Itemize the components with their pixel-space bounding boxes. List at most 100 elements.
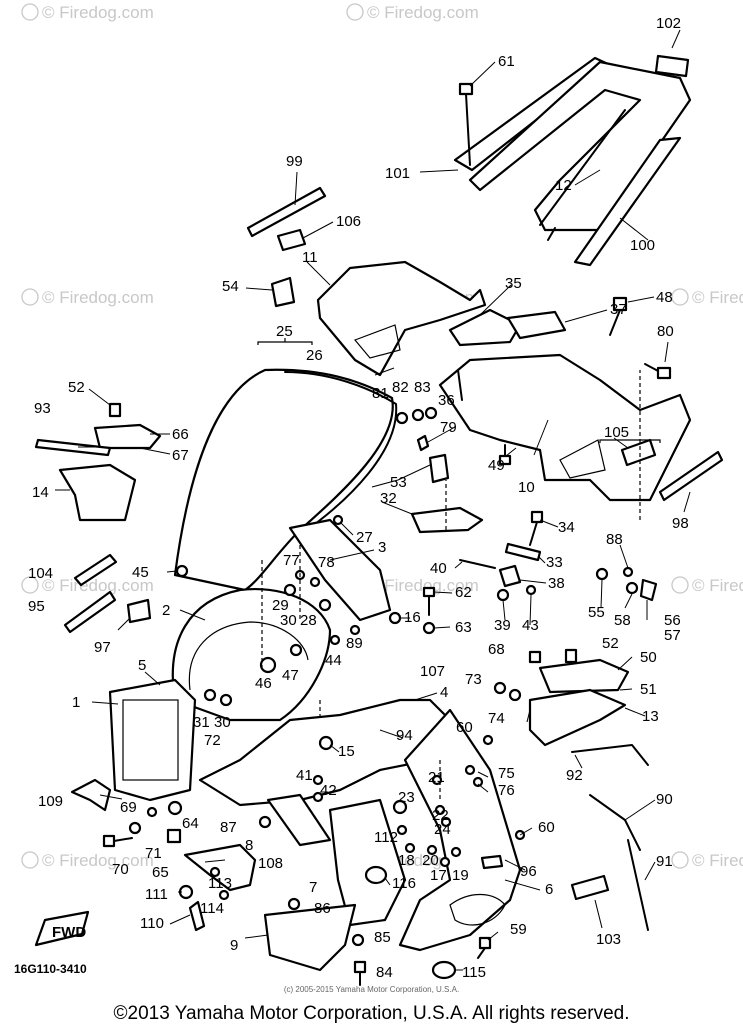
label-11: 11 xyxy=(302,249,318,266)
part-91-rod xyxy=(627,839,649,931)
label-107: 107 xyxy=(420,663,445,680)
part-108-panel xyxy=(183,843,257,892)
part-89 xyxy=(349,624,361,636)
label-66: 66 xyxy=(172,426,189,443)
label-30b: 30 xyxy=(214,714,231,731)
label-89: 89 xyxy=(346,635,363,652)
svg-text:© Firedog.com: © Firedog.com xyxy=(692,851,743,870)
label-79: 79 xyxy=(440,419,457,436)
label-88: 88 xyxy=(606,531,623,548)
label-53: 53 xyxy=(390,474,407,491)
part-99-strip xyxy=(246,186,327,238)
watermark: © Firedog.com xyxy=(21,288,154,307)
label-52: 52 xyxy=(68,379,85,396)
bolt-49 xyxy=(498,444,512,466)
part-104-strip xyxy=(73,553,118,587)
label-44: 44 xyxy=(325,652,342,669)
label-65: 65 xyxy=(152,864,169,881)
part-90-rod xyxy=(589,794,641,851)
label-7: 7 xyxy=(309,879,317,896)
label-60b: 60 xyxy=(538,819,555,836)
part-109-bracket xyxy=(70,778,112,812)
part-6-lower-cowl xyxy=(398,708,522,952)
part-50-51 xyxy=(538,658,630,694)
label-84: 84 xyxy=(376,964,393,981)
watermark: © Firedog.com xyxy=(671,576,743,595)
bolt-80 xyxy=(644,363,672,380)
label-58: 58 xyxy=(614,612,631,629)
label-67: 67 xyxy=(172,447,189,464)
bolt-68 xyxy=(528,650,542,664)
svg-text:© Firedog.com: © Firedog.com xyxy=(692,288,743,307)
label-32: 32 xyxy=(380,490,397,507)
label-38: 38 xyxy=(548,575,565,592)
label-61: 61 xyxy=(498,53,515,70)
label-37: 37 xyxy=(610,301,627,318)
svg-text:© Firedog.com: © Firedog.com xyxy=(692,576,743,595)
label-86: 86 xyxy=(314,900,331,917)
watermark: © Firedog.com xyxy=(671,851,743,870)
panel-detail xyxy=(559,439,606,479)
label-41: 41 xyxy=(296,767,313,784)
diagram-code: 16G110-3410 xyxy=(14,962,87,976)
label-95: 95 xyxy=(28,598,45,615)
part-46 xyxy=(259,656,277,674)
part-24 xyxy=(440,816,452,828)
part-82 xyxy=(411,408,425,422)
part-22 xyxy=(434,804,446,816)
bracket-105 xyxy=(599,439,661,443)
label-45: 45 xyxy=(132,564,149,581)
label-112: 112 xyxy=(374,829,398,846)
label-2: 2 xyxy=(162,602,170,619)
label-12: 12 xyxy=(555,177,572,194)
label-99: 99 xyxy=(286,153,303,170)
part-69 xyxy=(146,806,158,818)
part-15 xyxy=(318,735,334,751)
svg-text:© Firedog.com: © Firedog.com xyxy=(42,576,154,595)
part-37-panel xyxy=(506,310,567,340)
svg-text:© Firedog.com: © Firedog.com xyxy=(367,576,479,595)
label-98: 98 xyxy=(672,515,689,532)
part-83 xyxy=(424,406,438,420)
part-114 xyxy=(218,889,230,901)
label-82: 82 xyxy=(392,379,409,396)
watermark: © Firedog.com xyxy=(671,288,743,307)
label-94: 94 xyxy=(396,727,413,744)
label-46: 46 xyxy=(255,675,272,692)
part-102-emblem xyxy=(654,54,690,78)
part-21 xyxy=(431,774,443,786)
label-10: 10 xyxy=(518,479,535,496)
label-4: 4 xyxy=(440,684,448,701)
label-15: 15 xyxy=(338,743,355,760)
label-92: 92 xyxy=(566,767,583,784)
part-64 xyxy=(167,800,183,816)
label-55: 55 xyxy=(588,604,605,621)
label-18: 18 xyxy=(398,852,415,869)
part-18 xyxy=(404,842,416,854)
label-106: 106 xyxy=(336,213,361,230)
part-35-panel xyxy=(448,308,522,347)
label-110: 110 xyxy=(140,915,164,932)
label-56: 56 xyxy=(664,612,681,629)
label-49: 49 xyxy=(488,457,505,474)
part-30 xyxy=(219,693,233,707)
label-78: 78 xyxy=(318,554,335,571)
bolt-34 xyxy=(529,510,544,546)
part-44 xyxy=(329,634,341,646)
fairing-inner xyxy=(188,621,309,691)
label-73: 73 xyxy=(465,671,482,688)
label-70: 70 xyxy=(112,861,129,878)
part-63 xyxy=(422,621,436,635)
label-108: 108 xyxy=(258,855,283,872)
svg-text:© Firedog.com: © Firedog.com xyxy=(367,3,479,22)
part-14-mirror xyxy=(58,463,137,522)
watermark: © Firedog.com xyxy=(346,3,479,22)
label-85: 85 xyxy=(374,929,391,946)
part-33 xyxy=(504,542,542,562)
part-31 xyxy=(203,688,217,702)
label-111: 111 xyxy=(145,886,168,903)
label-27: 27 xyxy=(356,529,373,546)
label-19: 19 xyxy=(452,867,469,884)
part-75 xyxy=(464,764,476,776)
label-114: 114 xyxy=(200,900,224,917)
